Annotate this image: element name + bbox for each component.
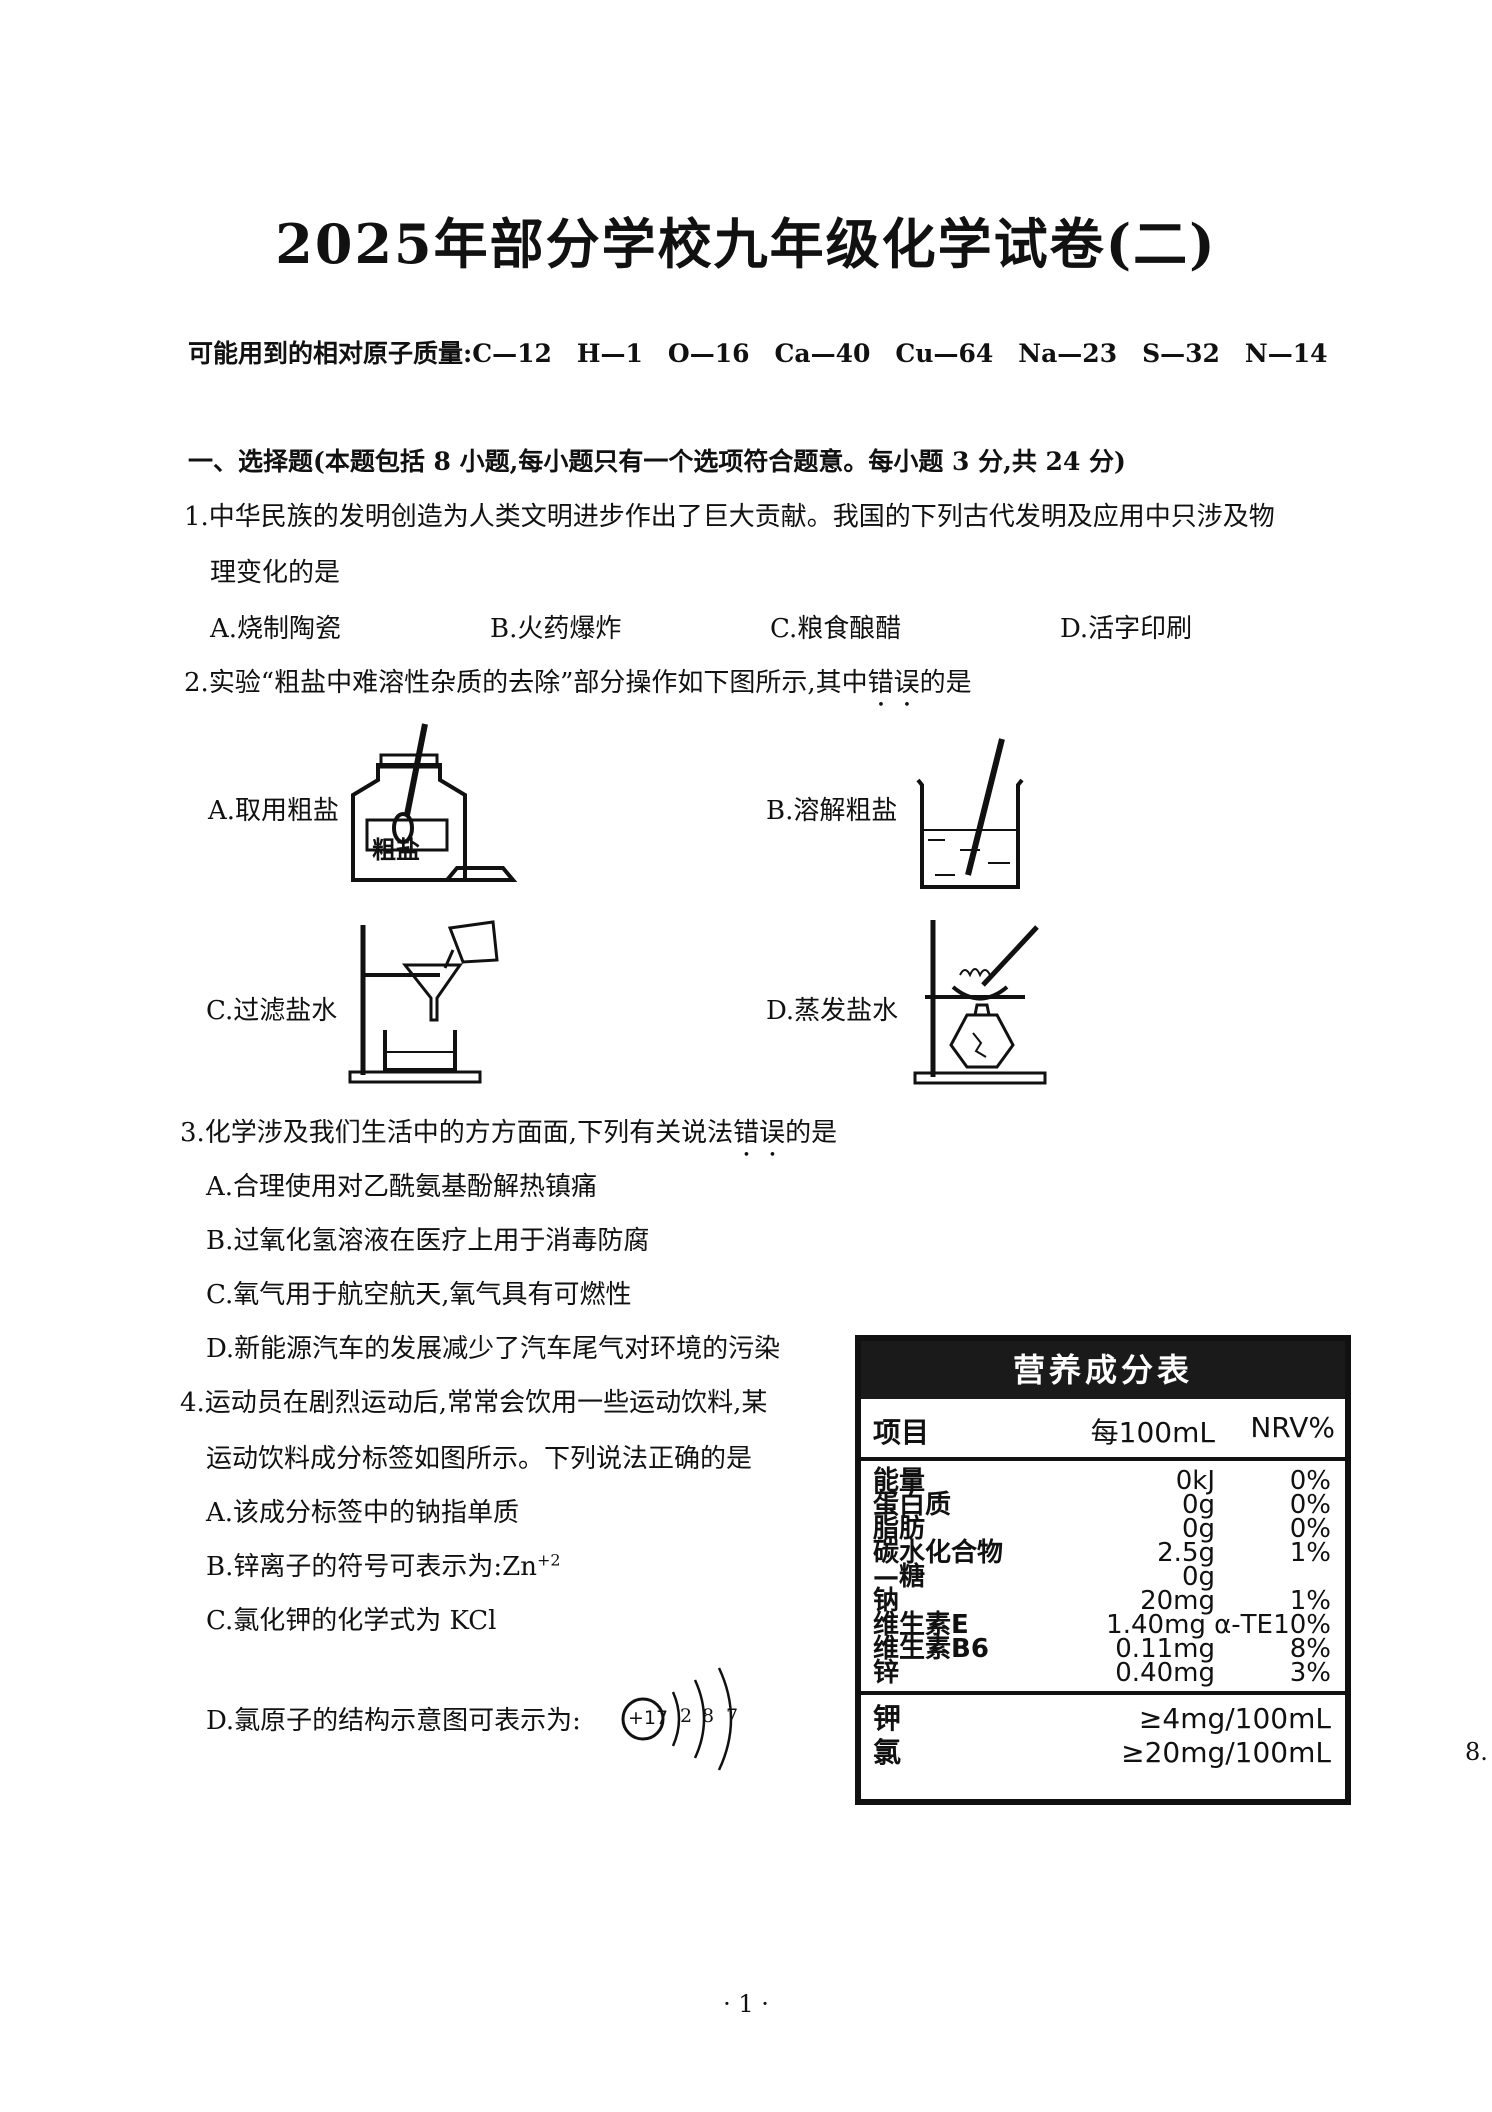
q3-option-c: C.氧气用于航空航天,氧气具有可燃性 [206, 1280, 632, 1310]
q4-option-c: C.氯化钾的化学式为 KCl [206, 1606, 497, 1636]
nutrient-name: 锌 [873, 1658, 900, 1688]
side-question-mark: 8. [1465, 1738, 1488, 1766]
dissolve-beaker-figure [916, 738, 1024, 889]
q3-option-d: D.新能源汽车的发展减少了汽车尾气对环境的污染 [206, 1334, 781, 1364]
nutrient-name: 氯 [873, 1736, 902, 1769]
nutrient-nrv: 8% [1289, 1634, 1331, 1664]
salt-bottle-figure [351, 723, 518, 882]
nutrient-nrv: 1% [1289, 1538, 1331, 1568]
nutrient-nrv: 0% [1289, 1490, 1331, 1520]
page-title: 2025年部分学校九年级化学试卷(二) [275, 212, 1217, 276]
q2-emphasis: 错误 [867, 668, 920, 698]
nutrient-nrv: 0% [1289, 1466, 1331, 1496]
filtration-figure [348, 920, 499, 1084]
nutrient-name: 维生素B6 [873, 1634, 989, 1664]
atom-shell-2: 8 [702, 1705, 715, 1727]
nutrient-name: 碳水化合物 [873, 1538, 1004, 1568]
atom-shell-3: 7 [726, 1705, 739, 1727]
nutrition-extra-row: 氯 ≥20mg/100mL [861, 1739, 1345, 1767]
q1-option-d: D.活字印刷 [1060, 614, 1193, 644]
nutrient-nrv: 0% [1289, 1514, 1331, 1544]
q3-text-pre: 3.化学涉及我们生活中的方方面面,下列有关说法 [180, 1118, 734, 1148]
nutrition-row: 脂肪 0g 0% [861, 1515, 1345, 1543]
nutrient-amount: 0kJ [1175, 1466, 1215, 1496]
atom-shell-1: 2 [680, 1705, 693, 1727]
nutrition-row: 蛋白质 0g 0% [861, 1491, 1345, 1519]
question-1-text-cont: 理变化的是 [210, 558, 341, 588]
nutrient-nrv: 1% [1289, 1586, 1331, 1616]
nutrient-name: 蛋白质 [873, 1490, 952, 1520]
question-2-text: 2.实验“粗盐中难溶性杂质的去除”部分操作如下图所示,其中错误的是 [184, 662, 972, 713]
bottle-label: 粗盐 [372, 835, 420, 864]
nutrition-row: 锌 0.40mg 3% [861, 1659, 1345, 1687]
nutrient-amount: 0.11mg [1115, 1634, 1215, 1664]
q2-option-c: C.过滤盐水 [206, 996, 338, 1026]
nutrition-extra-row: 钾 ≥4mg/100mL [861, 1705, 1345, 1733]
col-per-100ml: 每100mL [1090, 1416, 1215, 1449]
evaporation-figure [913, 920, 1047, 1085]
nutrition-label-title: 营养成分表 [861, 1341, 1345, 1399]
nutrition-row: 碳水化合物 2.5g 1% [861, 1539, 1345, 1567]
question-4-text-cont: 运动饮料成分标签如图所示。下列说法正确的是 [206, 1444, 753, 1474]
q2-option-a: A.取用粗盐 [208, 796, 340, 826]
nutrient-amount: 0g [1181, 1490, 1215, 1520]
nutrient-amount: 2.5g [1157, 1538, 1215, 1568]
nutrient-amount: 0g [1181, 1562, 1215, 1592]
nutrient-amount: 0.40mg [1115, 1658, 1215, 1688]
nutrition-row: 维生素B6 0.11mg 8% [861, 1635, 1345, 1663]
nutrition-row: —糖 0g [861, 1563, 1345, 1591]
col-nrv: NRV% [1250, 1411, 1335, 1444]
q2-text-post: 的是 [919, 668, 972, 698]
question-4-text: 4.运动员在剧烈运动后,常常会饮用一些运动饮料,某 [180, 1388, 768, 1418]
q1-option-a: A.烧制陶瓷 [210, 614, 342, 644]
col-item: 项目 [873, 1416, 930, 1449]
nutrient-name: 脂肪 [873, 1514, 926, 1544]
nutrient-amount: ≥4mg/100mL [1138, 1702, 1331, 1735]
section-heading: 一、选择题(本题包括 8 小题,每小题只有一个选项符合题意。每小题 3 分,共 … [188, 447, 1126, 476]
q3-text-post: 的是 [785, 1118, 838, 1148]
nutrient-name: 钾 [873, 1702, 902, 1735]
q2-option-d: D.蒸发盐水 [766, 996, 899, 1026]
atomic-masses: 可能用到的相对原子质量:C—12 H—1 O—16 Ca—40 Cu—64 Na… [188, 339, 1328, 368]
nutrient-nrv: 3% [1289, 1658, 1331, 1688]
nutrient-name: —糖 [873, 1562, 926, 1592]
page-number: · 1 · [723, 1990, 769, 2018]
nutrient-nrv: 10% [1273, 1610, 1331, 1640]
q4-option-b: B.锌离子的符号可表示为:Zn+2 [206, 1546, 561, 1583]
question-3-text: 3.化学涉及我们生活中的方方面面,下列有关说法错误的是 [180, 1112, 837, 1163]
q3-option-a: A.合理使用对乙酰氨基酚解热镇痛 [206, 1172, 598, 1202]
q3-emphasis: 错误 [733, 1118, 786, 1148]
q1-option-c: C.粮食酿醋 [770, 614, 902, 644]
nutrient-name: 钠 [873, 1586, 900, 1616]
nutrition-row: 能量 0kJ 0% [861, 1467, 1345, 1495]
q4-option-b-text: B.锌离子的符号可表示为:Zn [206, 1552, 537, 1582]
nutrient-amount: 1.40mg α-TE [1106, 1610, 1273, 1640]
nutrient-name: 能量 [873, 1466, 926, 1496]
q3-option-b: B.过氧化氢溶液在医疗上用于消毒防腐 [206, 1226, 650, 1256]
chlorine-atom-diagram [621, 1667, 733, 1771]
nutrient-amount: 0g [1181, 1514, 1215, 1544]
nutrition-column-header: 项目 每100mL NRV% [861, 1399, 1345, 1461]
question-1-text: 1.中华民族的发明创造为人类文明进步作出了巨大贡献。我国的下列古代发明及应用中只… [184, 502, 1275, 532]
q2-text-pre: 2.实验“粗盐中难溶性杂质的去除”部分操作如下图所示,其中 [184, 668, 868, 698]
nutrition-row: 钠 20mg 1% [861, 1587, 1345, 1615]
q4-option-a: A.该成分标签中的钠指单质 [206, 1498, 520, 1528]
q4-option-d: D.氯原子的结构示意图可表示为: [206, 1706, 581, 1736]
atom-nucleus-label: +17 [628, 1707, 669, 1729]
charge-superscript: +2 [536, 1550, 561, 1570]
nutrient-amount: ≥20mg/100mL [1121, 1736, 1331, 1769]
q2-option-b: B.溶解粗盐 [766, 796, 898, 826]
nutrition-extra: 钾 ≥4mg/100mL 氯 ≥20mg/100mL [861, 1695, 1345, 1785]
nutrition-label: 营养成分表 项目 每100mL NRV% 能量 0kJ 0% 蛋白质 0g 0% 脂肪 0… [855, 1335, 1351, 1805]
nutrient-name: 维生素E [873, 1610, 969, 1640]
nutrient-amount: 20mg [1140, 1586, 1215, 1616]
q1-option-b: B.火药爆炸 [490, 614, 622, 644]
